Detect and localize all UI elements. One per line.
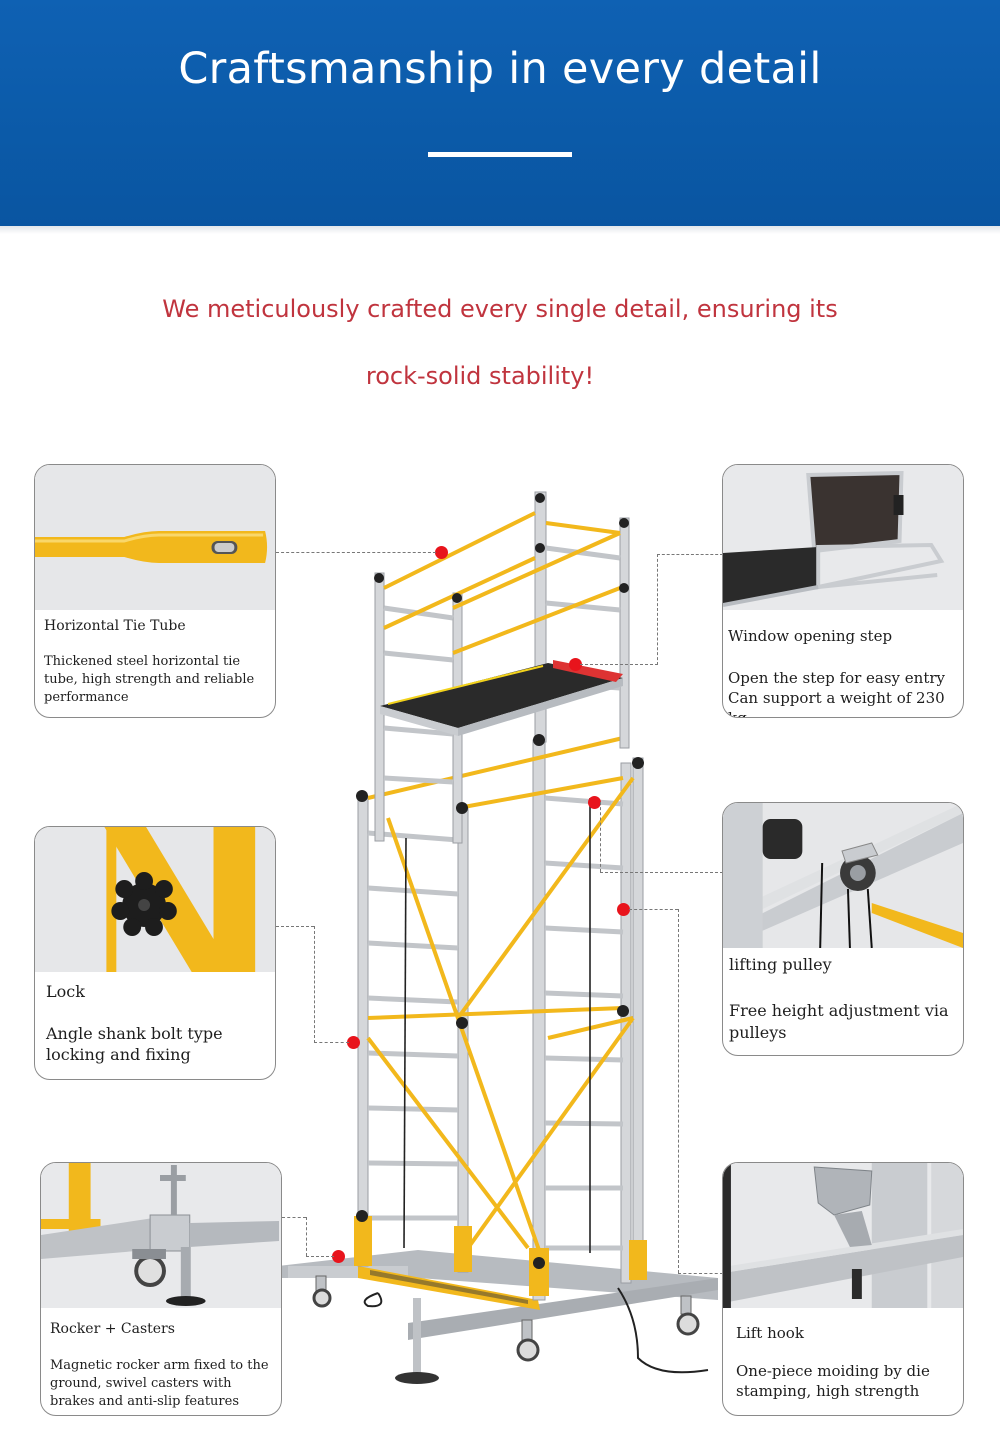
marker-dot-tie-tube[interactable]	[435, 546, 448, 559]
marker-dot-lift-hook[interactable]	[617, 903, 630, 916]
header-shadow	[0, 226, 1000, 234]
feature-description: Angle shank bolt type locking and fixing	[46, 1024, 223, 1064]
feature-description-line-2: Can support a weight of 230 kg	[728, 689, 945, 718]
feature-card-lock: Lock Angle shank bolt type locking and f…	[34, 826, 276, 1080]
feature-description: Thickened steel horizontal tie tube, hig…	[44, 654, 255, 705]
leader-lock-h2	[314, 1042, 349, 1043]
base-frame	[278, 1250, 718, 1384]
feature-title: Horizontal Tie Tube	[44, 618, 186, 634]
page-title: Craftsmanship in every detail	[178, 44, 822, 94]
feature-title: Lift hook	[736, 1324, 804, 1342]
feature-card-window-opening-step: Window opening step Open the step for ea…	[722, 464, 964, 718]
leader-lock-v	[314, 926, 315, 1043]
feature-description: Magnetic rocker arm fixed to the ground,…	[50, 1358, 269, 1409]
feature-card-horizontal-tie-tube: Horizontal Tie Tube Thickened steel hori…	[34, 464, 276, 718]
subtitle-line-1: We meticulously crafted every single det…	[162, 295, 838, 323]
title-underline	[428, 152, 572, 157]
feature-card-lift-hook: Lift hook One-piece moiding by die stamp…	[722, 1162, 964, 1416]
feature-description-line-1: Open the step for easy entry	[728, 669, 946, 687]
yellow-tube-photo	[35, 465, 275, 610]
lower-ladders	[354, 736, 647, 1301]
subtitle-line-2: rock-solid stability!	[365, 362, 595, 390]
upper-section	[356, 491, 644, 1269]
leader-window-step-v	[657, 554, 658, 665]
leader-rocker-v	[306, 1217, 307, 1256]
marker-dot-pulley[interactable]	[588, 796, 601, 809]
leader-tie-tube	[276, 552, 436, 553]
feature-description: One-piece moiding by die stamping, high …	[736, 1362, 930, 1400]
feature-title: lifting pulley	[729, 955, 832, 974]
feature-description: Free height adjustment via pulleys	[729, 1001, 949, 1042]
scaffold-tower-image	[278, 478, 726, 1398]
leader-rocker-h2	[306, 1256, 334, 1257]
header-banner: Craftsmanship in every detail	[0, 0, 1000, 226]
feature-title: Window opening step	[728, 627, 893, 645]
feature-card-rocker-casters: Rocker + Casters Magnetic rocker arm fix…	[40, 1162, 282, 1416]
feature-title: Lock	[46, 982, 85, 1001]
leader-lock-h1	[276, 926, 314, 927]
feature-title: Rocker + Casters	[50, 1321, 175, 1337]
caster-rocker-photo	[41, 1163, 281, 1308]
knob-bolt-photo	[35, 827, 275, 972]
leader-window-step-h1	[580, 664, 658, 665]
leader-hook-v	[678, 909, 679, 1273]
hatch-platform-photo	[723, 465, 963, 610]
pulley-photo	[723, 803, 963, 948]
marker-dot-rocker[interactable]	[332, 1250, 345, 1263]
leader-pulley-v	[600, 802, 601, 872]
marker-dot-lock[interactable]	[347, 1036, 360, 1049]
marker-dot-window-step[interactable]	[569, 658, 582, 671]
feature-card-lifting-pulley: lifting pulley Free height adjustment vi…	[722, 802, 964, 1056]
leader-hook-h1	[629, 909, 678, 910]
leader-rocker-h1	[282, 1217, 306, 1218]
hook-photo	[723, 1163, 963, 1308]
leader-pulley	[600, 872, 723, 873]
leader-hook-h2	[678, 1273, 723, 1274]
leader-window-step-h2	[657, 554, 723, 555]
